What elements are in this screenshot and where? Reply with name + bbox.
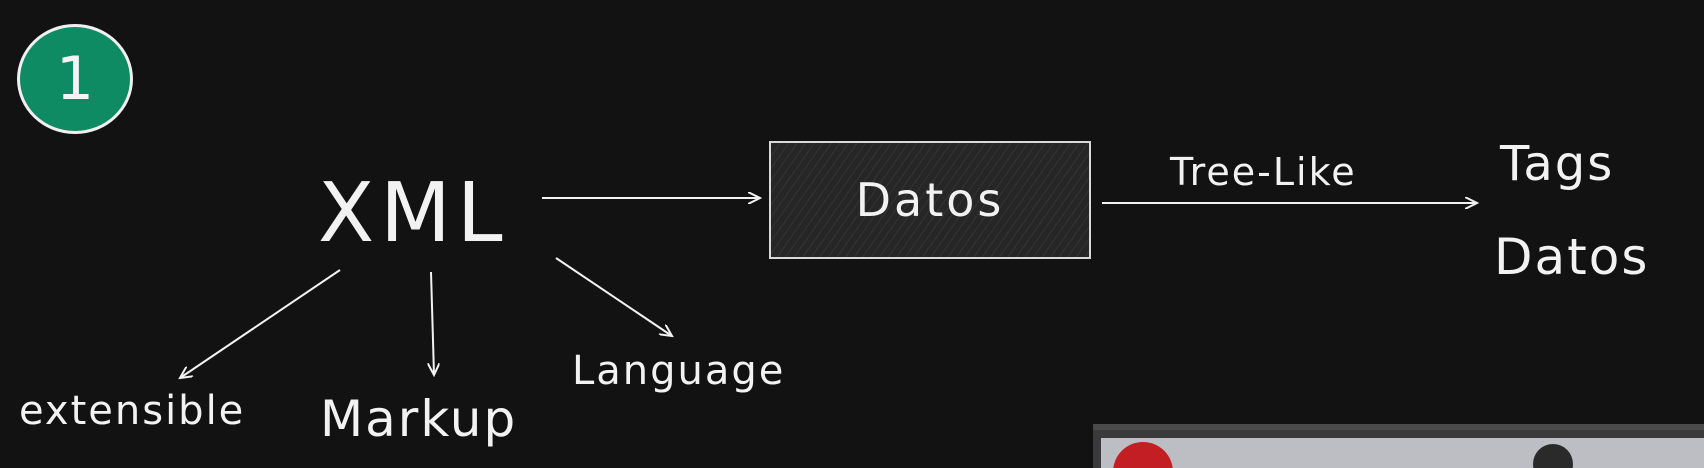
- language-label: Language: [572, 348, 786, 394]
- xml-label: XML: [318, 166, 509, 261]
- arrow-xml-to-markup: [431, 271, 434, 375]
- arrow-xml-to-extensible: [180, 269, 341, 378]
- datos-box-label: Datos: [855, 173, 1005, 227]
- arrow-xml-to-language: [555, 257, 672, 336]
- webcam-overlay: [1093, 424, 1704, 468]
- datos-box: Datos: [769, 141, 1091, 259]
- step-number-badge: 1: [17, 24, 133, 134]
- step-number: 1: [55, 44, 95, 114]
- markup-label: Markup: [320, 390, 518, 448]
- tags-label: Tags: [1500, 136, 1615, 192]
- tree-like-label: Tree-Like: [1170, 150, 1357, 194]
- extensible-label: extensible: [19, 388, 246, 434]
- webcam-background: [1101, 438, 1704, 468]
- datos-result-label: Datos: [1494, 228, 1650, 286]
